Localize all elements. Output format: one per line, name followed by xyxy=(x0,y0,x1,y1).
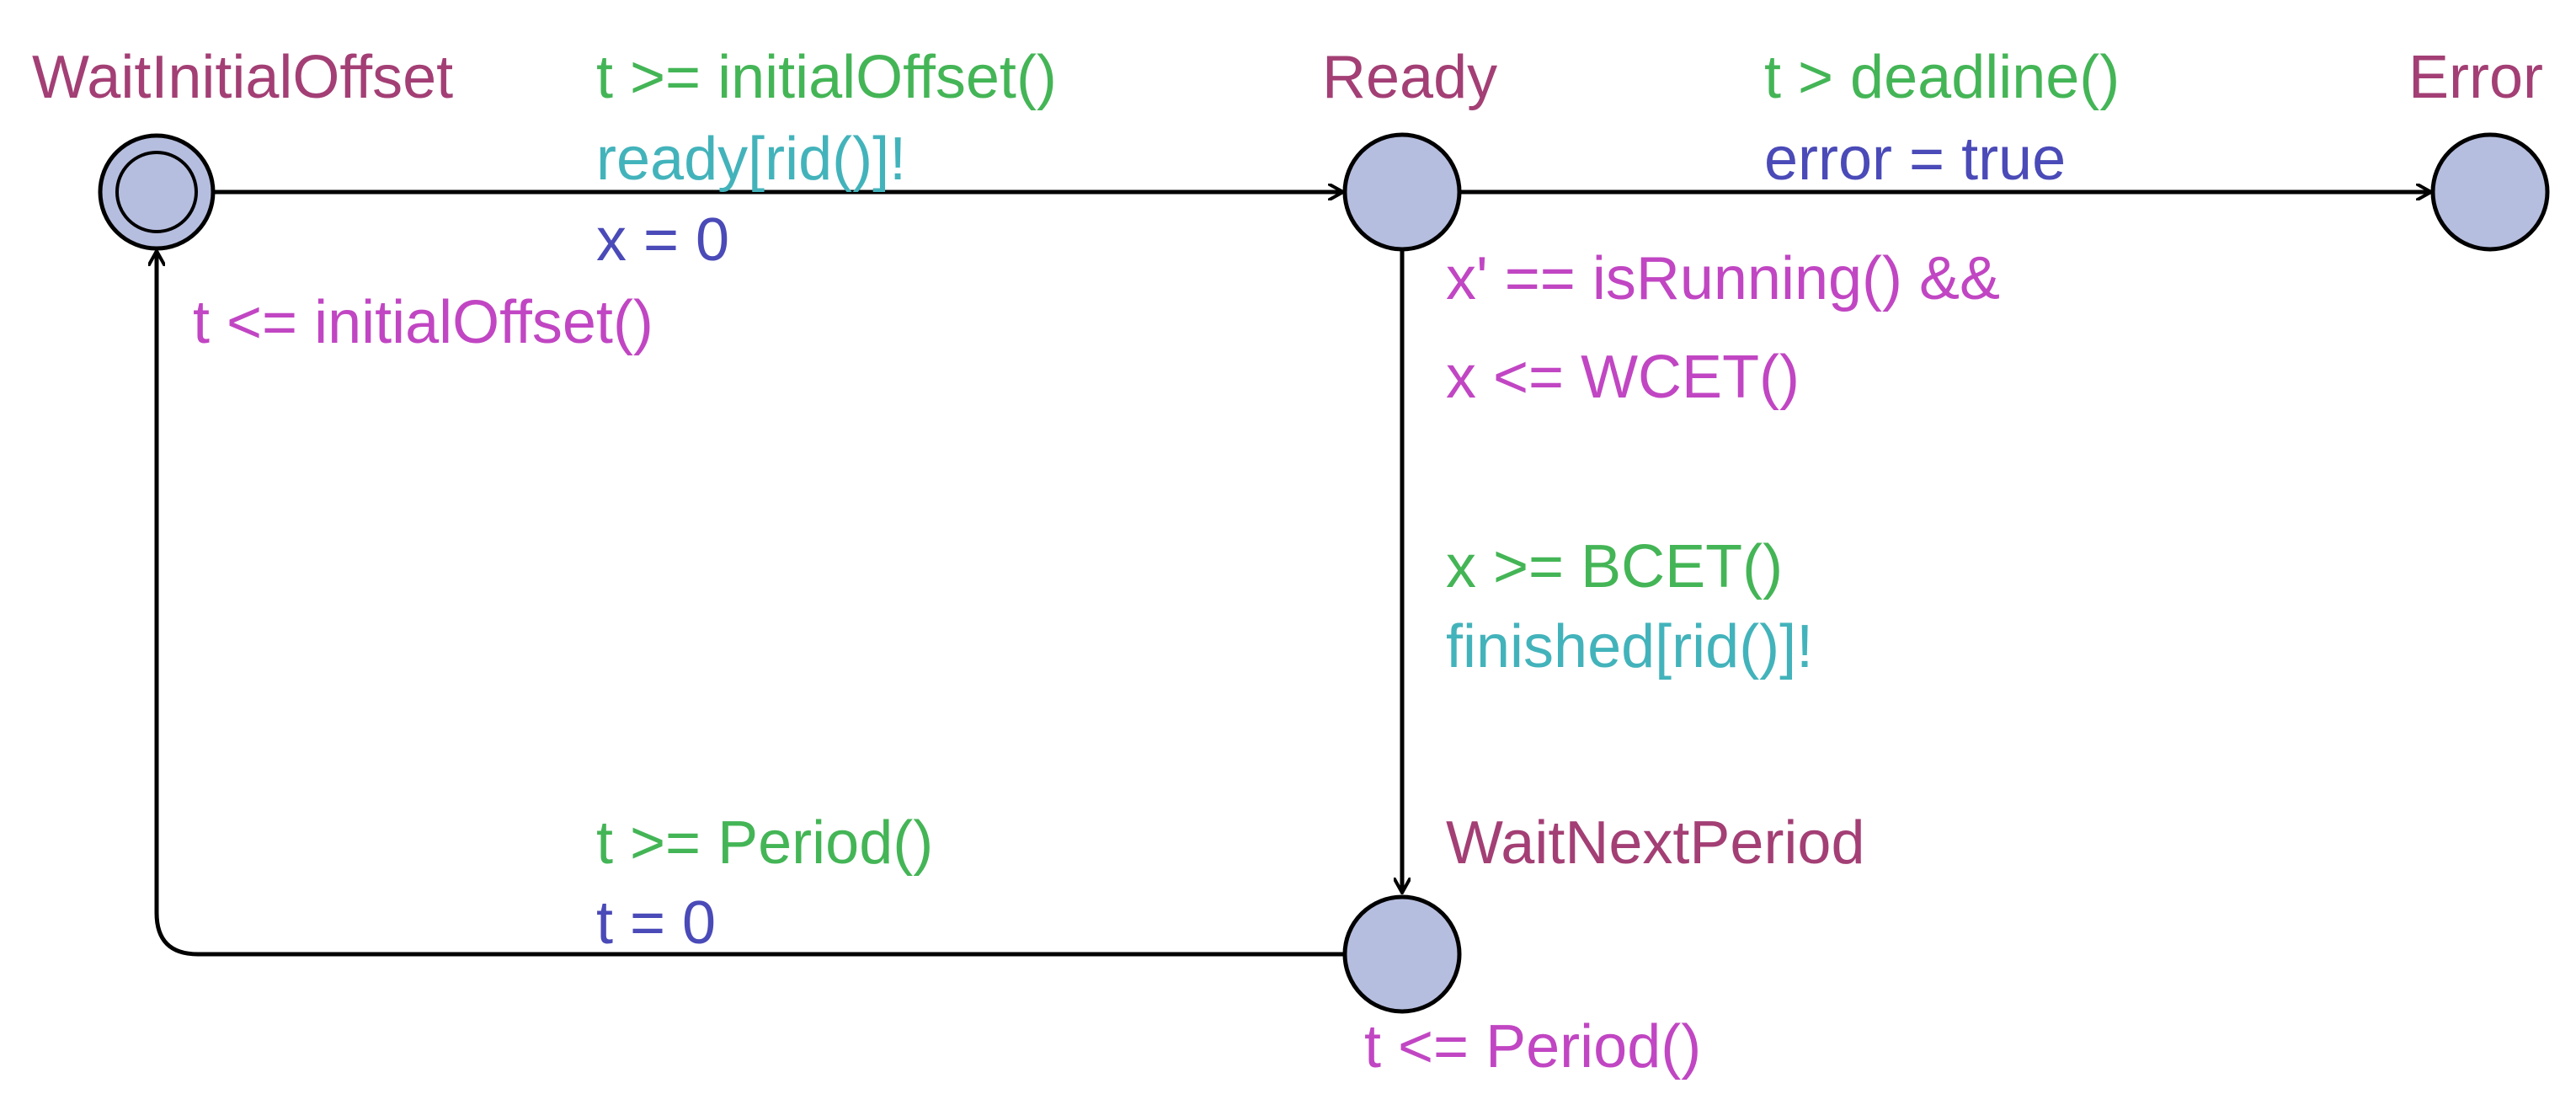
invariant-ready-line1: x' == isRunning() && xyxy=(1446,245,2000,312)
location-wait-next-period[interactable] xyxy=(1342,894,1462,1014)
location-name-wait-next-period: WaitNextPeriod xyxy=(1446,809,1865,877)
location-name-wait-initial-offset: WaitInitialOffset xyxy=(32,44,453,111)
location-wait-initial-offset[interactable] xyxy=(98,133,216,251)
location-ready[interactable] xyxy=(1342,132,1462,252)
update-ready-to-error: error = true xyxy=(1764,125,2066,193)
invariant-wait-next-period: t <= Period() xyxy=(1364,1013,1701,1081)
sync-offset-to-ready: ready[rid()]! xyxy=(596,125,906,193)
edge-next-period-to-offset xyxy=(157,251,1345,957)
location-name-ready: Ready xyxy=(1322,44,1497,111)
guard-ready-to-next-period: x >= BCET() xyxy=(1446,533,1783,600)
invariant-ready-line2: x <= WCET() xyxy=(1446,344,1800,411)
guard-offset-to-ready: t >= initialOffset() xyxy=(596,44,1057,111)
guard-next-period-to-offset: t >= Period() xyxy=(596,809,933,877)
sync-ready-to-next-period: finished[rid()]! xyxy=(1446,613,1813,680)
update-offset-to-ready: x = 0 xyxy=(596,206,729,274)
initial-location-inner-ring xyxy=(115,151,198,233)
location-error[interactable] xyxy=(2430,132,2550,252)
guard-ready-to-error: t > deadline() xyxy=(1764,44,2120,111)
invariant-wait-initial-offset: t <= initialOffset() xyxy=(193,289,653,356)
location-name-error: Error xyxy=(2408,44,2543,111)
update-next-period-to-offset: t = 0 xyxy=(596,889,716,957)
